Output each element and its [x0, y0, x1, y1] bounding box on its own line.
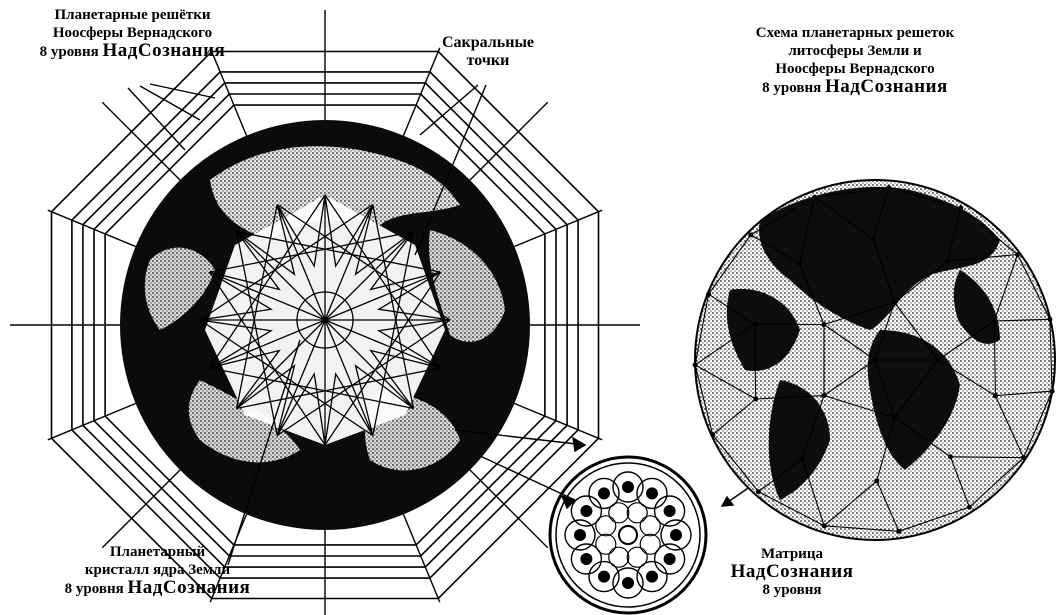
mandala-inner-petal-5	[596, 516, 616, 536]
geodesic-node-29	[1047, 317, 1052, 322]
mandala-seed-10	[622, 481, 634, 493]
label-noosphere-line3: 8 уровня НадСознания	[0, 42, 265, 61]
geodesic-node-31	[873, 358, 878, 363]
radial-spoke-15	[470, 102, 548, 180]
geodesic-node-11	[752, 322, 757, 327]
radial-spoke-7	[102, 470, 180, 548]
geodesic-node-9	[800, 456, 805, 461]
label-scheme-level: 8 уровня	[762, 80, 821, 96]
geodesic-node-14	[945, 259, 950, 264]
geodesic-node-13	[871, 237, 876, 242]
label-matrix: Матрица НадСознания 8 уровня	[712, 545, 872, 599]
mandala-seed-11	[646, 487, 658, 499]
mandala-seed-7	[574, 529, 586, 541]
mandala-seed-8	[580, 505, 592, 517]
label-matrix-line2: НадСознания	[712, 563, 872, 581]
geodesic-node-25	[812, 195, 817, 200]
label-noosphere-line1: Планетарные решётки	[0, 6, 265, 24]
geodesic-node-22	[693, 362, 698, 367]
label-matrix-line3: 8 уровня	[712, 581, 872, 599]
label-crystal-line3: 8 уровня НадСознания	[20, 579, 295, 598]
mandala-seed-2	[664, 553, 676, 565]
geodesic-node-28	[1015, 252, 1020, 257]
mandala-inner-petal-8	[640, 516, 660, 536]
geodesic-node-8	[874, 478, 879, 483]
label-noosphere-grids: Планетарные решётки Ноосферы Вернадского…	[0, 6, 265, 61]
mandala-center	[619, 526, 637, 544]
radial-spoke-11	[102, 102, 180, 180]
label-scheme-emph: НадСознания	[825, 76, 948, 97]
geodesic-node-23	[706, 292, 711, 297]
geodesic-node-17	[967, 505, 972, 510]
geodesic-node-19	[822, 523, 827, 528]
label-core-crystal: Планетарный кристалл ядра Земли 8 уровня…	[20, 543, 295, 598]
label-crystal-emph: НадСознания	[127, 577, 250, 598]
mandala-seed-1	[670, 529, 682, 541]
geodesic-node-3	[822, 393, 827, 398]
geodesic-node-26	[886, 185, 891, 190]
label-noosphere-emph: НадСознания	[102, 40, 225, 61]
geodesic-node-10	[753, 397, 758, 402]
mandala-inner-petal-4	[596, 534, 616, 554]
geodesic-node-12	[797, 261, 802, 266]
label-sacred-line1: Сакральные	[418, 34, 558, 52]
mandala-inner-petal-6	[609, 503, 629, 523]
mandala-inner-petal-7	[627, 503, 647, 523]
label-crystal-line1: Планетарный	[20, 543, 295, 561]
planetary-core-crystal	[200, 195, 450, 445]
mandala-inner-petal-2	[627, 547, 647, 567]
geodesic-node-20	[756, 489, 761, 494]
matrix-mandala	[550, 457, 706, 613]
geodesic-node-4	[822, 322, 827, 327]
geodesic-node-30	[1050, 389, 1055, 394]
geodesic-node-27	[958, 206, 963, 211]
geodesic-node-21	[710, 432, 715, 437]
label-scheme-line1: Схема планетарных решеток	[690, 24, 1020, 42]
mandala-inner-petal-1	[640, 534, 660, 554]
geodesic-node-24	[748, 232, 753, 237]
mandala-seed-6	[580, 553, 592, 565]
mandala-seed-12	[664, 505, 676, 517]
label-sacred-points: Сакральные точки	[418, 34, 558, 70]
label-lithosphere-scheme: Схема планетарных решеток литосферы Земл…	[690, 24, 1020, 97]
label-sacred-line2: точки	[418, 52, 558, 70]
geodesic-node-1	[936, 358, 941, 363]
mandala-inner-petal-3	[609, 547, 629, 567]
mandala-seed-3	[646, 571, 658, 583]
geodesic-node-2	[892, 415, 897, 420]
geodesic-node-7	[948, 454, 953, 459]
geodesic-node-15	[992, 319, 997, 324]
label-crystal-level: 8 уровня	[65, 581, 124, 597]
geodesic-node-5	[892, 300, 897, 305]
mandala-seed-5	[598, 571, 610, 583]
mandala-seed-4	[622, 577, 634, 589]
geodesic-node-6	[993, 393, 998, 398]
label-scheme-line4: 8 уровня НадСознания	[690, 78, 1020, 97]
geodesic-node-18	[896, 529, 901, 534]
label-scheme-line2: литосферы Земли и	[690, 42, 1020, 60]
geodesic-node-16	[1021, 455, 1026, 460]
mandala-outer-ring	[550, 457, 706, 613]
mandala-seed-9	[598, 487, 610, 499]
label-noosphere-level: 8 уровня	[40, 44, 99, 60]
